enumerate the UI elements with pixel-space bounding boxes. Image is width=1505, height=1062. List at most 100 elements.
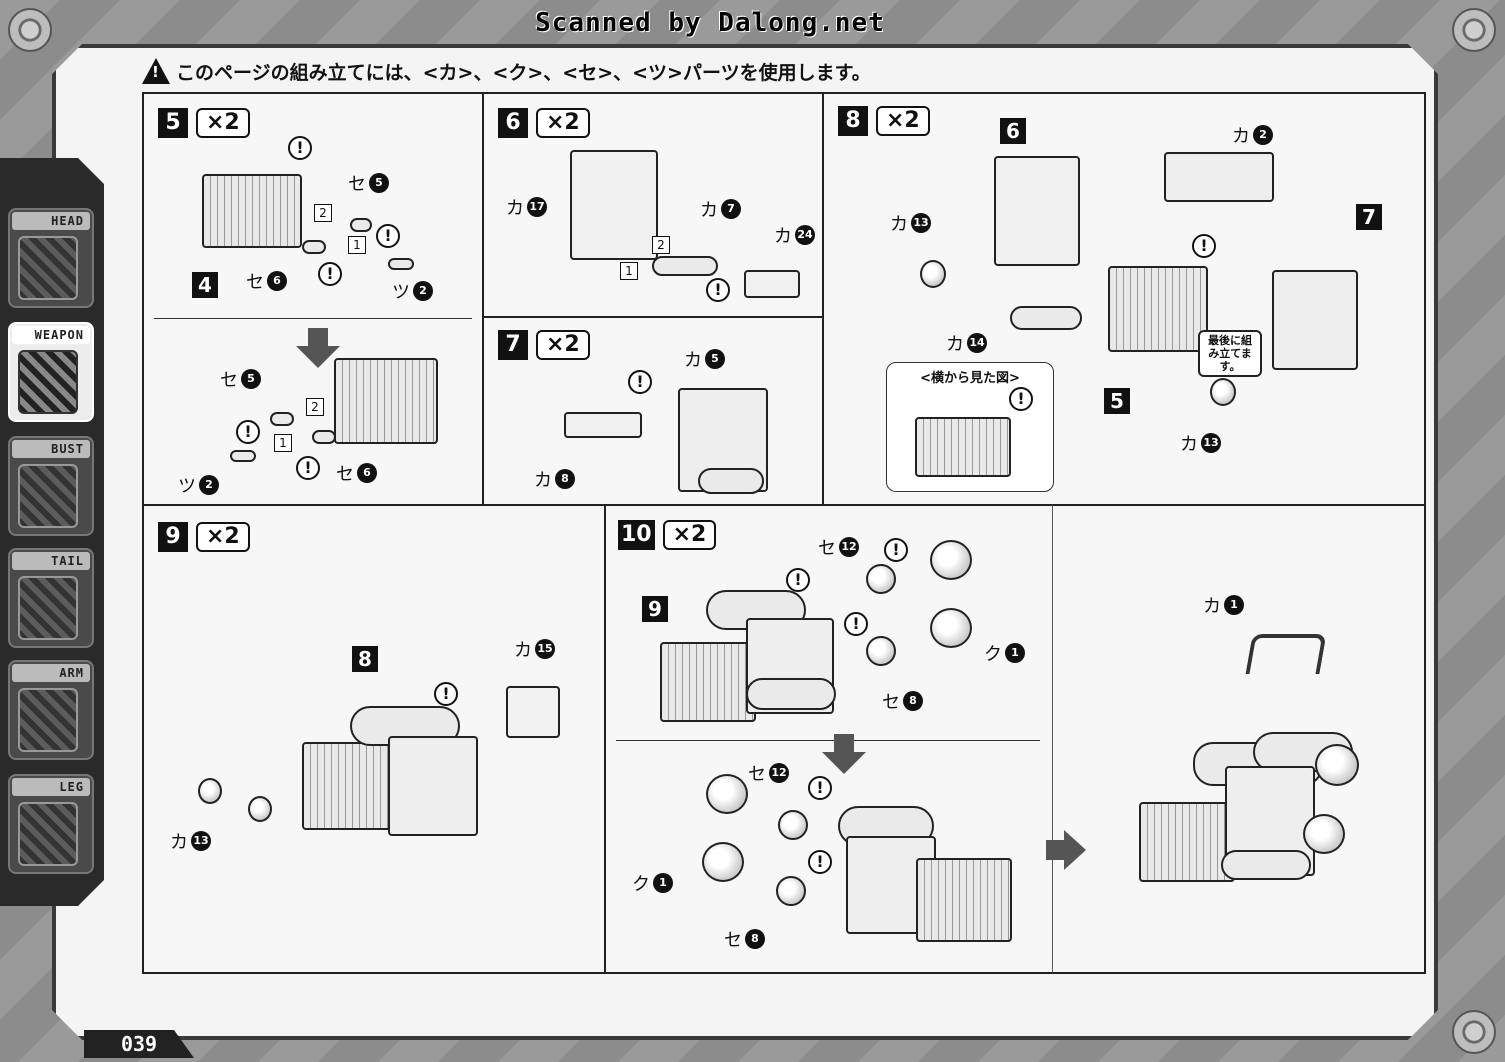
part-cylinder-illustration bbox=[1221, 850, 1311, 880]
part-cylinder-illustration bbox=[698, 468, 764, 494]
assembly-note: 最後に組み立てます。 bbox=[1198, 330, 1262, 377]
parts-notice: このページの組み立てには、<カ>、<ク>、<セ>、<ツ>パーツを使用します。 bbox=[142, 56, 871, 86]
part-plate-illustration bbox=[564, 412, 642, 438]
part-dome-illustration bbox=[1315, 744, 1359, 786]
part-block-illustration bbox=[202, 174, 302, 248]
right-arrow-icon bbox=[1046, 830, 1086, 870]
caution-icon: ! bbox=[706, 278, 730, 302]
down-arrow-icon bbox=[296, 328, 340, 368]
part-dome-illustration bbox=[702, 842, 744, 882]
reference-tag: 8 bbox=[352, 646, 378, 672]
reference-tag: 6 bbox=[1000, 118, 1026, 144]
caution-icon: ! bbox=[808, 776, 832, 800]
order-marker: 1 bbox=[620, 262, 638, 280]
step-header: 6 ×2 bbox=[498, 108, 590, 138]
part-pin-illustration bbox=[302, 240, 326, 254]
sidebar-item-bust[interactable]: BUST bbox=[8, 436, 94, 536]
step-multiplier: ×2 bbox=[662, 520, 717, 550]
reference-tag: 7 bbox=[1356, 204, 1382, 230]
sidebar-item-label: HEAD bbox=[12, 212, 90, 230]
part-pin-illustration bbox=[230, 450, 256, 462]
step-number: 6 bbox=[498, 108, 528, 138]
sidebar-item-weapon[interactable]: WEAPON bbox=[8, 322, 94, 422]
order-marker: 1 bbox=[274, 434, 292, 452]
part-collar-illustration bbox=[866, 564, 896, 594]
caution-icon: ! bbox=[434, 682, 458, 706]
down-arrow-icon bbox=[822, 734, 866, 774]
part-cap-illustration bbox=[248, 796, 272, 822]
sidebar-item-leg[interactable]: LEG bbox=[8, 774, 94, 874]
part-collar-illustration bbox=[778, 810, 808, 840]
part-frame-illustration bbox=[570, 150, 658, 260]
caution-icon: ! bbox=[844, 612, 868, 636]
sidebar-item-label: ARM bbox=[12, 664, 90, 682]
notice-text: このページの組み立てには、<カ>、<ク>、<セ>、<ツ>パーツを使用します。 bbox=[176, 61, 871, 84]
part-frame-illustration bbox=[1272, 270, 1358, 370]
part-block-illustration bbox=[1139, 802, 1235, 882]
leg-thumbnail-icon bbox=[18, 802, 78, 866]
step-header: 8 ×2 bbox=[838, 106, 930, 136]
head-thumbnail-icon bbox=[18, 236, 78, 300]
part-clip-illustration bbox=[744, 270, 800, 298]
side-view-label: <横から見た図> bbox=[920, 371, 1020, 386]
part-bracket-illustration bbox=[506, 686, 560, 738]
order-marker: 1 bbox=[348, 236, 366, 254]
part-rod-illustration bbox=[652, 256, 718, 276]
caution-icon: ! bbox=[236, 420, 260, 444]
part-cap-illustration bbox=[1210, 378, 1236, 406]
sidebar-item-head[interactable]: HEAD bbox=[8, 208, 94, 308]
corner-bolt-icon bbox=[8, 8, 52, 52]
divider bbox=[616, 740, 1040, 741]
sidebar-item-tail[interactable]: TAIL bbox=[8, 548, 94, 648]
step-multiplier: ×2 bbox=[196, 522, 250, 552]
caution-icon: ! bbox=[884, 538, 908, 562]
step-multiplier: ×2 bbox=[536, 108, 590, 138]
step-multiplier: ×2 bbox=[196, 108, 250, 138]
weapon-thumbnail-icon bbox=[18, 350, 78, 414]
step-number: 9 bbox=[158, 522, 188, 552]
caution-icon: ! bbox=[376, 224, 400, 248]
reference-tag: 9 bbox=[642, 596, 668, 622]
part-cap-illustration bbox=[920, 260, 946, 288]
section-sidebar: HEAD WEAPON BUST TAIL ARM LEG bbox=[0, 158, 104, 906]
part-block-illustration bbox=[660, 642, 756, 722]
order-marker: 2 bbox=[652, 236, 670, 254]
part-dome-illustration bbox=[1303, 814, 1345, 854]
step-header: 7 ×2 bbox=[498, 330, 590, 360]
part-collar-illustration bbox=[866, 636, 896, 666]
part-block-illustration bbox=[302, 742, 402, 830]
warning-icon bbox=[142, 58, 170, 84]
step-number: 10 bbox=[618, 520, 655, 550]
part-pin-illustration bbox=[270, 412, 294, 426]
arm-thumbnail-icon bbox=[18, 688, 78, 752]
step-header: 9 ×2 bbox=[158, 522, 250, 552]
part-cap-illustration bbox=[198, 778, 222, 804]
step-multiplier: ×2 bbox=[536, 330, 590, 360]
order-marker: 2 bbox=[314, 204, 332, 222]
part-frame-illustration bbox=[388, 736, 478, 836]
part-dome-illustration bbox=[930, 608, 972, 648]
caution-icon: ! bbox=[288, 136, 312, 160]
part-handle-illustration bbox=[1245, 634, 1327, 674]
caution-icon: ! bbox=[318, 262, 342, 286]
caution-icon: ! bbox=[296, 456, 320, 480]
sidebar-item-arm[interactable]: ARM bbox=[8, 660, 94, 760]
